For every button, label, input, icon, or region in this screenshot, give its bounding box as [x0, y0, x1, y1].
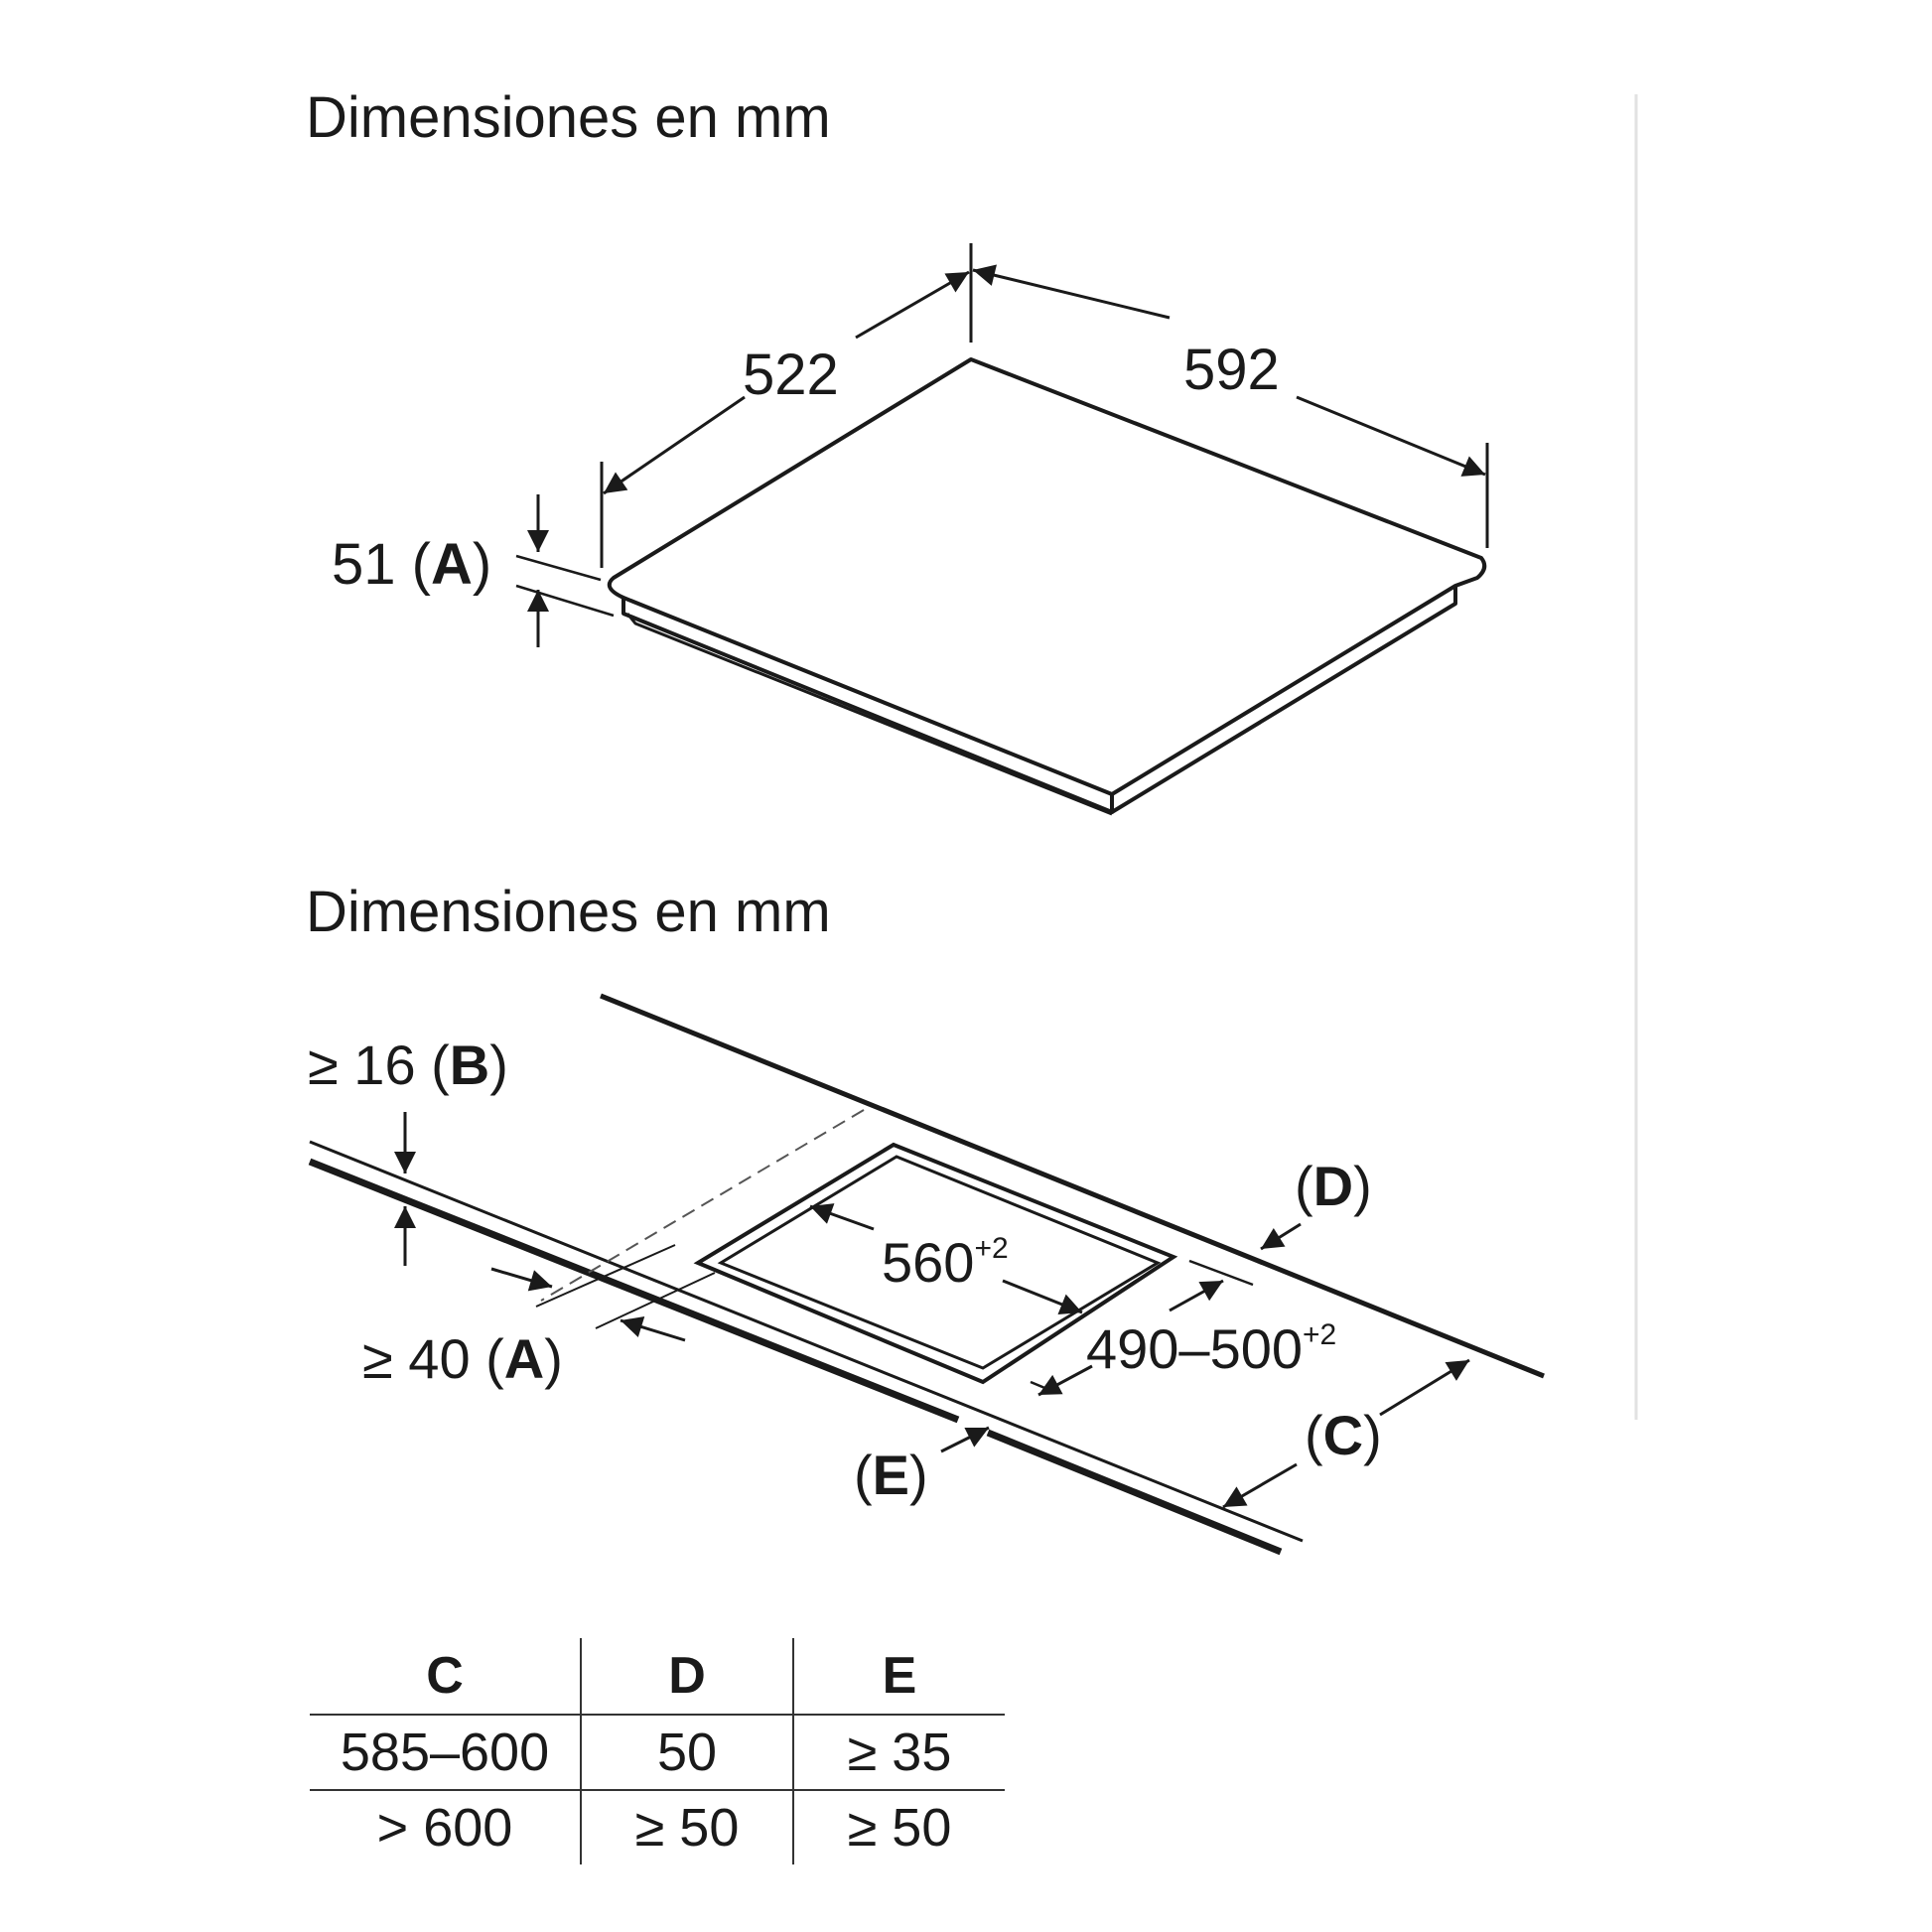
table-cell: ≥ 35	[792, 1714, 1005, 1790]
ref-b: B	[450, 1034, 489, 1096]
hob-top-surface	[607, 357, 1487, 796]
section2-title: Dimensiones en mm	[306, 880, 831, 944]
table-cell: 585–600	[310, 1714, 581, 1790]
section1-title: Dimensiones en mm	[306, 85, 831, 150]
dimension-height	[515, 494, 615, 647]
table-header-c: C	[426, 1647, 464, 1705]
ref-a: A	[431, 532, 473, 597]
ref-e: E	[873, 1444, 909, 1506]
dimension-cutout-depth	[1030, 1259, 1254, 1397]
dim-width-label: 592	[1183, 338, 1280, 402]
table-cell: > 600	[310, 1789, 581, 1864]
dimension-width	[972, 264, 1489, 548]
dimension-depth	[600, 243, 973, 568]
cutout-inner	[717, 1155, 1162, 1370]
countertop-drawing	[308, 993, 1545, 1556]
table-row: 585–600 50 ≥ 35	[310, 1714, 1005, 1790]
back-edge-line	[600, 993, 1545, 1379]
label-c: (C)	[1305, 1404, 1382, 1466]
label-d: (D)	[1295, 1155, 1372, 1217]
table-row: > 600 ≥ 50 ≥ 50	[310, 1789, 1005, 1864]
ref-d: D	[1313, 1155, 1353, 1217]
dimension-cutout-width	[809, 1203, 1083, 1315]
ref-c: C	[1323, 1404, 1363, 1466]
dim-height-label: 51 (A)	[332, 532, 491, 597]
cutout-outer	[693, 1142, 1178, 1385]
dimension-table: C D E 585–600 50 ≥ 35 > 600 ≥ 50 ≥ 50	[310, 1638, 1005, 1864]
ref-a-cutout: A	[504, 1327, 544, 1390]
table-cell: ≥ 50	[792, 1789, 1005, 1864]
label-a: ≥ 40 (A)	[362, 1327, 563, 1390]
table-header-d: D	[580, 1638, 793, 1715]
table-cell: 50	[580, 1714, 793, 1790]
hob-drawing	[607, 357, 1487, 816]
label-e: (E)	[854, 1444, 928, 1506]
label-b: ≥ 16 (B)	[308, 1034, 508, 1096]
cutout-width-label: 560+2	[882, 1231, 1009, 1294]
cutout-depth-label: 490–500+2	[1086, 1317, 1336, 1380]
dim-depth-label: 522	[743, 343, 839, 407]
table-cell: ≥ 50	[580, 1789, 793, 1864]
dimension-front-distance	[490, 1244, 716, 1342]
dimension-countertop-depth	[1222, 1358, 1470, 1509]
dimension-back-distance	[1260, 1222, 1302, 1251]
dimension-e	[940, 1426, 990, 1453]
table-header-e: E	[792, 1638, 1005, 1715]
